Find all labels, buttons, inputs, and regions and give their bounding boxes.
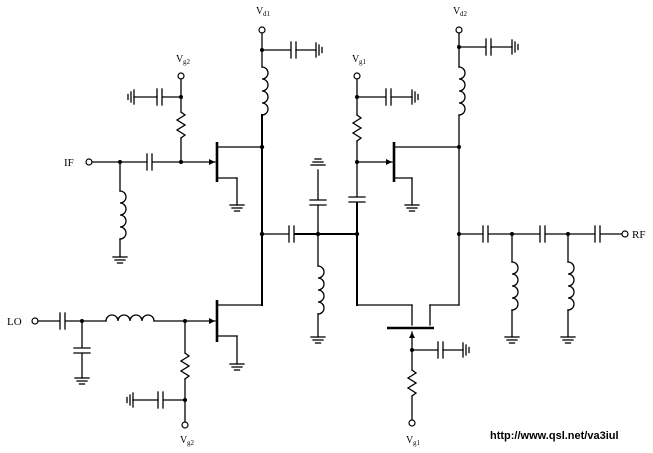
lo-input-network (31, 312, 216, 385)
svg-text:g2: g2 (183, 58, 191, 66)
vg2-lower-label: V g2 (180, 435, 195, 447)
svg-text:g1: g1 (413, 439, 421, 447)
bias-network-vg2-lower (126, 320, 190, 429)
svg-text:V: V (406, 435, 414, 446)
fet-lower-left (215, 300, 263, 371)
rf-port[interactable] (621, 230, 629, 238)
drain-supply-vd2 (429, 26, 519, 326)
svg-text:V: V (352, 54, 360, 65)
vg1-upper-label: V g1 (352, 54, 367, 66)
vg1-lower-terminal[interactable] (408, 419, 416, 427)
vg2-upper-terminal[interactable] (177, 72, 185, 80)
drain-supply-vd1 (258, 26, 323, 306)
vg2-lower-terminal[interactable] (181, 421, 189, 429)
svg-text:d2: d2 (460, 10, 468, 18)
lo-port[interactable] (31, 317, 39, 325)
vg2-upper-label: V g2 (176, 54, 191, 66)
vd1-terminal[interactable] (258, 26, 266, 34)
fet-upper-right (392, 142, 460, 212)
svg-text:g1: g1 (359, 58, 367, 66)
vd2-label: V d2 (453, 6, 468, 18)
svg-text:d1: d1 (263, 10, 271, 18)
fet-bottom (387, 326, 470, 427)
interstage-network (261, 158, 360, 344)
bias-network-vg2-upper (127, 72, 186, 163)
lo-label: LO (7, 316, 22, 328)
rf-label: RF (632, 229, 645, 241)
vg1-upper-terminal[interactable] (353, 72, 361, 80)
svg-text:V: V (256, 6, 264, 17)
if-label: IF (64, 157, 74, 169)
svg-text:g2: g2 (187, 439, 195, 447)
svg-text:V: V (453, 6, 461, 17)
svg-text:V: V (180, 435, 188, 446)
if-input-network (85, 153, 216, 264)
vd2-terminal[interactable] (455, 26, 463, 34)
if-port[interactable] (85, 158, 93, 166)
watermark-url: http://www.qsl.net/va3iul (490, 430, 619, 442)
svg-text:V: V (176, 54, 184, 65)
rf-output-network (458, 225, 629, 344)
vd1-label: V d1 (256, 6, 271, 18)
bias-network-vg1-upper (348, 72, 419, 326)
fet-upper-left (215, 142, 263, 212)
vg1-lower-label: V g1 (406, 435, 421, 447)
